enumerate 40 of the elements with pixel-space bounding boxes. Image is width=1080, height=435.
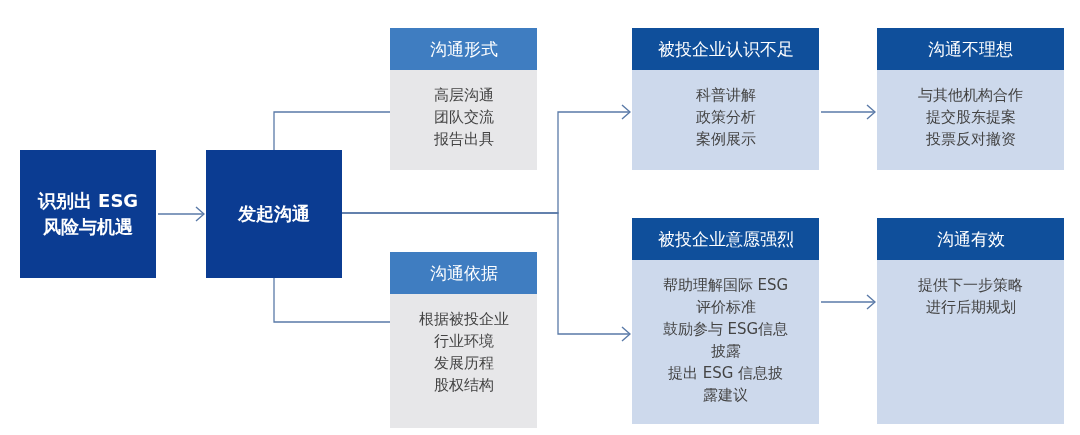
card-item: 科普讲解 bbox=[695, 85, 756, 106]
card-item: 政策分析 bbox=[695, 107, 756, 128]
card-item: 提交股东提案 bbox=[925, 107, 1016, 128]
card-item: 提供下一步策略 bbox=[918, 275, 1023, 296]
card-item: 行业环境 bbox=[433, 331, 494, 352]
card-item: 根据被投企业 bbox=[418, 309, 509, 330]
connector-line bbox=[273, 277, 391, 323]
arrow bbox=[157, 206, 205, 222]
info-card bbox=[877, 28, 1064, 170]
card-header: 沟通不理想 bbox=[877, 28, 1064, 70]
card-item: 帮助理解国际 ESG评价标准 bbox=[662, 275, 789, 318]
info-card bbox=[390, 252, 537, 428]
card-item: 发展历程 bbox=[433, 353, 494, 374]
arrow bbox=[341, 212, 631, 342]
card-item: 进行后期规划 bbox=[925, 297, 1016, 318]
card-header: 沟通依据 bbox=[390, 252, 537, 294]
card-header: 沟通形式 bbox=[390, 28, 537, 70]
process-box bbox=[20, 150, 156, 278]
info-card bbox=[390, 28, 537, 170]
card-header: 沟通有效 bbox=[877, 218, 1064, 260]
card-item: 鼓励参与 ESG信息披露 bbox=[662, 319, 789, 362]
connector-line bbox=[273, 111, 391, 151]
info-card bbox=[632, 218, 819, 424]
card-item: 报告出具 bbox=[433, 129, 494, 150]
card-item: 股权结构 bbox=[433, 375, 494, 396]
arrow bbox=[820, 104, 876, 120]
card-item: 高层沟通 bbox=[433, 85, 494, 106]
info-card bbox=[632, 28, 819, 170]
card-item: 提出 ESG 信息披露建议 bbox=[666, 363, 785, 406]
card-item: 与其他机构合作 bbox=[918, 85, 1023, 106]
card-header: 被投企业认识不足 bbox=[632, 28, 819, 70]
card-item: 案例展示 bbox=[695, 129, 756, 150]
process-box bbox=[206, 150, 342, 278]
card-item: 团队交流 bbox=[433, 107, 494, 128]
card-header: 被投企业意愿强烈 bbox=[632, 218, 819, 260]
card-item: 投票反对撤资 bbox=[925, 129, 1016, 150]
box-label: 发起沟通 bbox=[238, 201, 310, 226]
box-label: 识别出 ESG风险与机遇 bbox=[36, 188, 140, 239]
arrow bbox=[820, 294, 876, 310]
info-card bbox=[877, 218, 1064, 424]
